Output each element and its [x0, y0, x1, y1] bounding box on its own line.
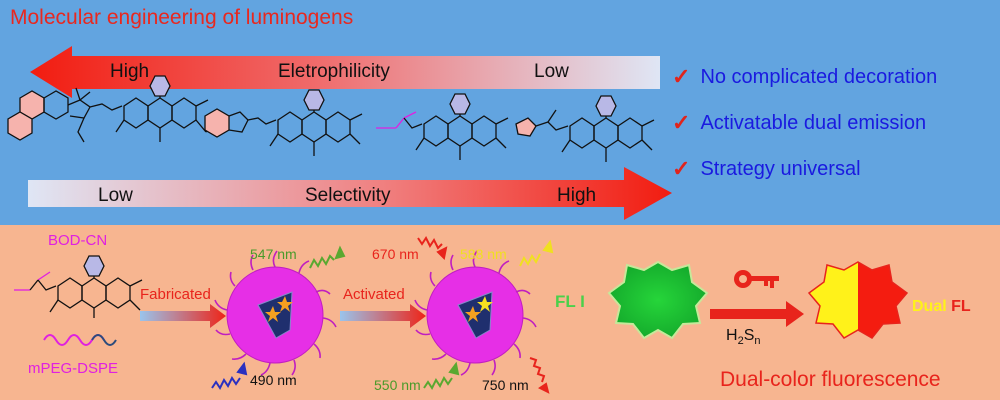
- feature-2-text: Activatable dual emission: [700, 111, 927, 134]
- checkmark-icon: ✓: [672, 110, 691, 135]
- label-selectivity: Selectivity: [305, 185, 391, 206]
- dual-fl-burst: [807, 261, 909, 339]
- feature-3: ✓ Strategy universal: [672, 156, 861, 182]
- checkmark-icon: ✓: [672, 156, 691, 181]
- label-high-top: High: [110, 61, 150, 82]
- label-dual-fl: Dual FL: [912, 298, 971, 316]
- nanoparticle-2: [414, 250, 537, 376]
- light-550: [423, 361, 460, 390]
- molecule-1: [7, 75, 215, 143]
- molecule-3: [376, 93, 509, 160]
- checkmark-icon: ✓: [672, 64, 691, 89]
- feature-3-text: Strategy universal: [700, 157, 861, 180]
- wavelength-550: 550 nm: [374, 377, 421, 393]
- wavelength-750: 750 nm: [482, 377, 529, 393]
- label-bod-cn: BOD-CN: [48, 232, 108, 249]
- label-activated: Activated: [343, 286, 405, 303]
- label-low-bottom: Low: [98, 185, 133, 206]
- label-dual: Dual: [912, 298, 947, 315]
- molecule-4: [515, 95, 655, 162]
- light-588: [519, 239, 554, 267]
- label-electrophilicity: Eletrophilicity: [278, 61, 390, 82]
- label-dual-color-fluorescence: Dual-color fluorescence: [720, 368, 941, 391]
- selectivity-arrow: [28, 167, 672, 220]
- h2sn-arrow: [710, 301, 804, 327]
- feature-2: ✓ Activatable dual emission: [672, 110, 926, 136]
- fabricated-arrow: [140, 304, 226, 328]
- label-mpeg-dspe: mPEG-DSPE: [28, 360, 119, 377]
- activated-arrow: [340, 304, 426, 328]
- molecule-2: [204, 89, 363, 156]
- light-670: [417, 236, 448, 261]
- label-low-top: Low: [534, 61, 569, 82]
- key-icon: [734, 270, 779, 288]
- feature-1: ✓ No complicated decoration: [672, 64, 937, 90]
- wavelength-490: 490 nm: [250, 372, 297, 388]
- feature-1-text: No complicated decoration: [700, 65, 938, 88]
- light-490: [211, 361, 248, 390]
- wavelength-547: 547 nm: [250, 246, 297, 262]
- light-547: [309, 245, 346, 269]
- wavelength-670: 670 nm: [372, 246, 419, 262]
- electrophilicity-arrow: [30, 46, 660, 98]
- figure-title: Molecular engineering of luminogens: [10, 6, 354, 29]
- label-fl-i: FL I: [555, 292, 585, 311]
- label-high-bottom: High: [557, 185, 597, 206]
- label-fabricated: Fabricated: [140, 286, 211, 303]
- wavelength-588: 588 nm: [460, 246, 507, 262]
- fl-i-burst: [607, 260, 709, 340]
- bod-cn-molecule: [14, 255, 143, 346]
- light-750: [529, 357, 550, 394]
- nanoparticle-1: [214, 250, 337, 376]
- label-h2sn: H2Sn: [726, 327, 761, 348]
- label-fl: FL: [951, 298, 971, 315]
